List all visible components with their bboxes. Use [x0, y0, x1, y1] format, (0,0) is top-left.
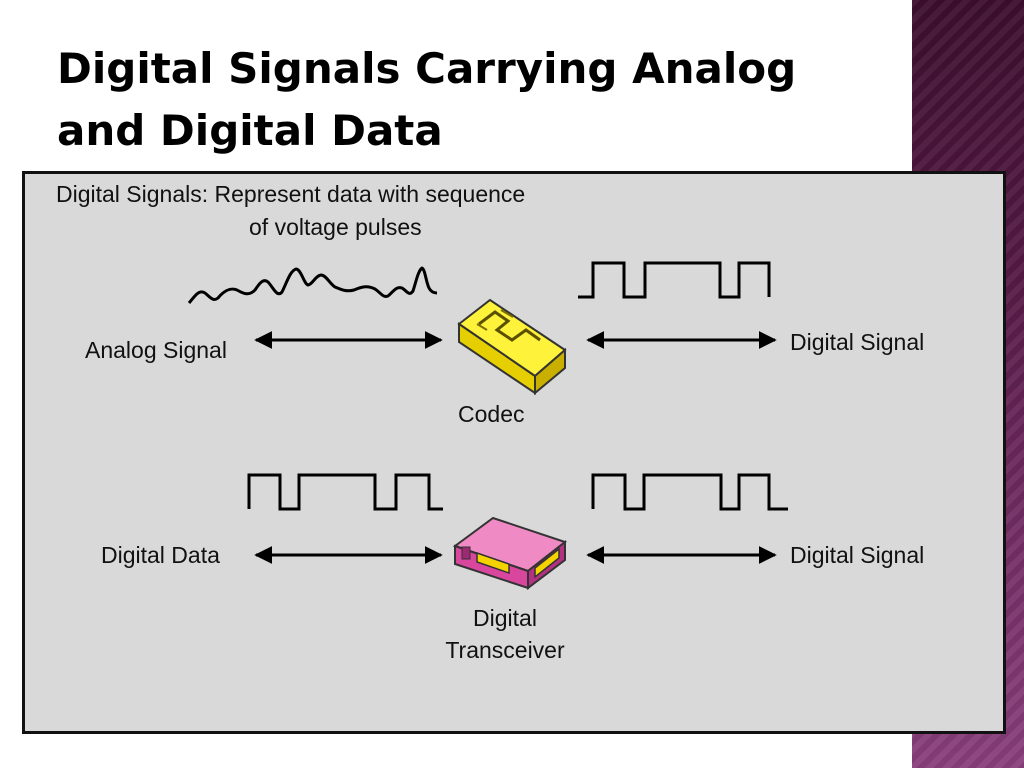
codec-label: Codec [458, 400, 524, 428]
analog-waveform-icon [189, 268, 437, 303]
digital-data-label: Digital Data [101, 541, 220, 569]
signal-diagram: Digital Signals: Represent data with seq… [22, 171, 1006, 734]
codec-device-icon [459, 300, 565, 393]
transceiver-label-line-1: Digital [425, 604, 585, 632]
transceiver-label-line-2: Transceiver [425, 636, 585, 664]
square-wave-icon [593, 475, 788, 509]
slide-title-line-2: and Digital Data [57, 100, 897, 162]
slide-title-line-1: Digital Signals Carrying Analog [57, 38, 897, 100]
transceiver-device-icon [455, 518, 565, 588]
square-wave-icon [578, 263, 769, 297]
digital-signal-label-top: Digital Signal [790, 328, 924, 356]
slide-title: Digital Signals Carrying Analog and Digi… [57, 38, 897, 162]
digital-signal-label-bottom: Digital Signal [790, 541, 924, 569]
analog-signal-label: Analog Signal [85, 336, 227, 364]
square-wave-icon [249, 475, 443, 509]
